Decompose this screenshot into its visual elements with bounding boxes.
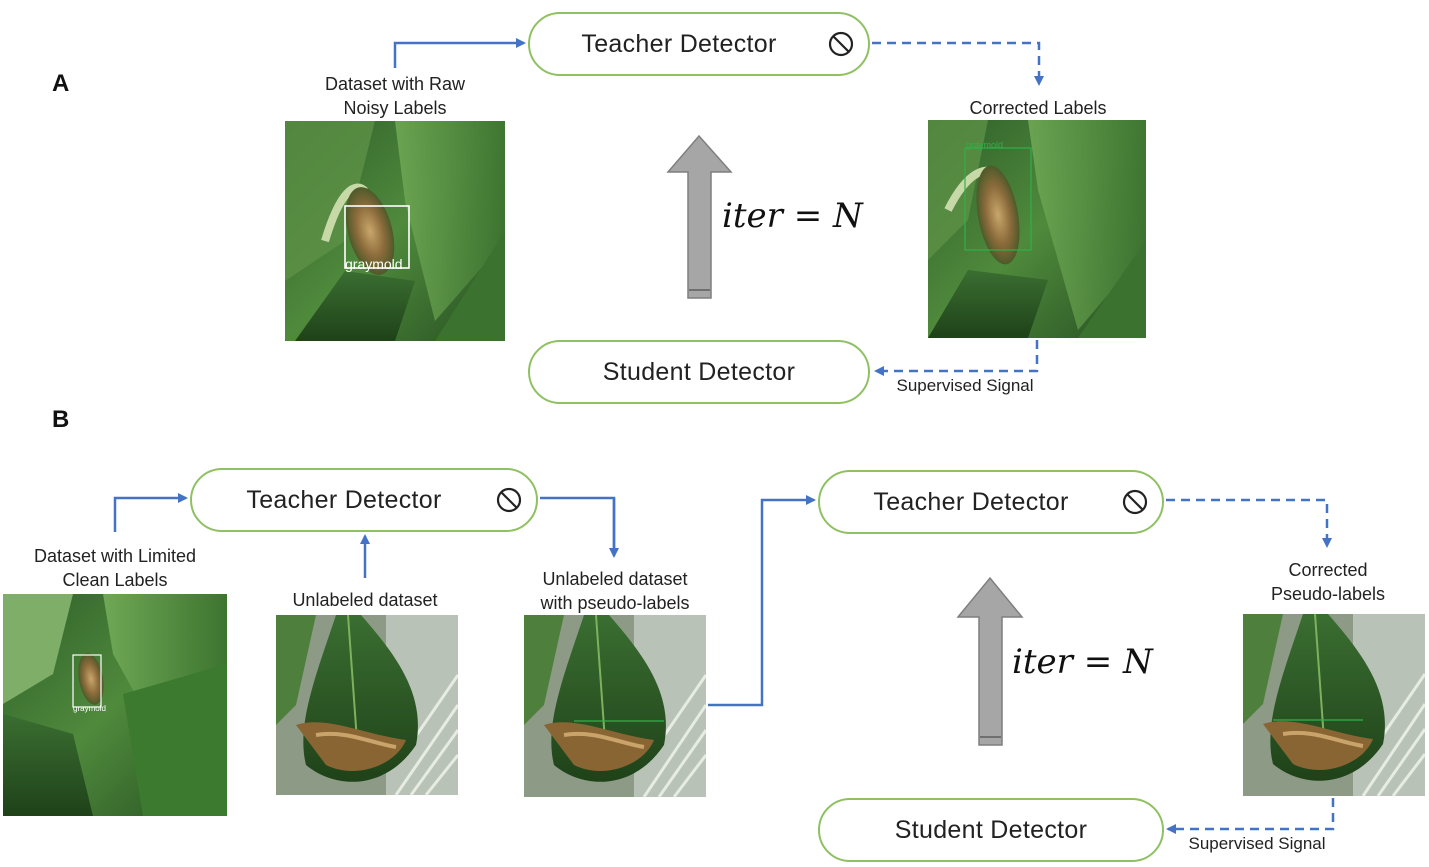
panel-a-output-caption: Corrected Labels: [930, 96, 1146, 120]
no-entry-icon: [828, 31, 854, 57]
caption-line: Corrected: [1288, 560, 1368, 580]
teacher-detector-label: Teacher Detector: [246, 485, 442, 514]
arrow-teacher-to-pseudo-b: [540, 496, 616, 553]
teacher-detector-label: Teacher Detector: [873, 487, 1069, 516]
panel-b-corrected-caption: Corrected Pseudo-labels: [1230, 558, 1426, 606]
panel-a-output-image: graymold: [928, 120, 1146, 338]
panel-b-student-detector: Student Detector: [818, 798, 1164, 862]
panel-b-clean-image: graymold: [3, 594, 227, 816]
panel-a-teacher-detector: Teacher Detector: [528, 12, 870, 76]
caption-line: Unlabeled dataset: [292, 590, 438, 610]
panel-a-label: A: [52, 70, 70, 97]
caption-line: Pseudo-labels: [1270, 584, 1386, 604]
teacher-detector-label: Teacher Detector: [581, 29, 777, 58]
panel-b-unlabeled-caption: Unlabeled dataset: [270, 588, 460, 612]
panel-b-label: B: [52, 406, 70, 433]
caption-line: Corrected Labels: [969, 98, 1107, 118]
arrow-corrected-to-student-a: [874, 340, 1039, 376]
panel-b-pseudo-image: [524, 615, 706, 797]
student-detector-label: Student Detector: [602, 357, 796, 386]
arrow-clean-to-teacher-b: [113, 493, 188, 532]
panel-a-iter-label: iter = N: [722, 196, 863, 236]
panel-b-teacher-detector-right: Teacher Detector: [818, 470, 1164, 534]
caption-line: Dataset with Raw: [324, 74, 466, 94]
arrow-teacher-to-corrected-b: [1166, 498, 1332, 548]
arrow-teacher-to-corrected-a: [872, 41, 1044, 86]
panel-b-pseudo-caption: Unlabeled dataset with pseudo-labels: [515, 567, 715, 615]
input-box-label: graymold: [345, 256, 403, 272]
output-box-label: graymold: [966, 140, 1003, 150]
up-arrow-icon: [666, 134, 733, 299]
up-arrow-icon: [956, 576, 1024, 746]
arrow-dataset-to-teacher-a: [393, 38, 526, 68]
panel-a-input-image: graymold: [285, 121, 505, 341]
caption-line: Dataset with Limited: [33, 546, 197, 566]
panel-b-teacher-detector-left: Teacher Detector: [190, 468, 538, 532]
student-detector-label: Student Detector: [894, 815, 1088, 844]
panel-a-input-caption: Dataset with Raw Noisy Labels: [290, 72, 500, 120]
clean-box-label: graymold: [73, 704, 106, 713]
caption-line: Noisy Labels: [343, 98, 447, 118]
caption-line: with pseudo-labels: [540, 593, 690, 613]
caption-line: Clean Labels: [62, 570, 168, 590]
panel-b-corrected-image: [1243, 614, 1425, 796]
panel-b-unlabeled-image: [276, 615, 458, 795]
panel-a-student-detector: Student Detector: [528, 340, 870, 404]
panel-b-clean-caption: Dataset with Limited Clean Labels: [10, 544, 220, 592]
arrow-pseudo-to-teacher-right-b: [708, 495, 816, 707]
no-entry-icon: [496, 487, 522, 513]
arrow-corrected-to-student-b: [1166, 798, 1335, 834]
panel-a-signal-label: Supervised Signal: [896, 376, 1034, 395]
panel-b-signal-label: Supervised Signal: [1188, 834, 1326, 853]
panel-b-iter-label: iter = N: [1012, 642, 1153, 682]
no-entry-icon: [1122, 489, 1148, 515]
caption-line: Unlabeled dataset: [542, 569, 688, 589]
